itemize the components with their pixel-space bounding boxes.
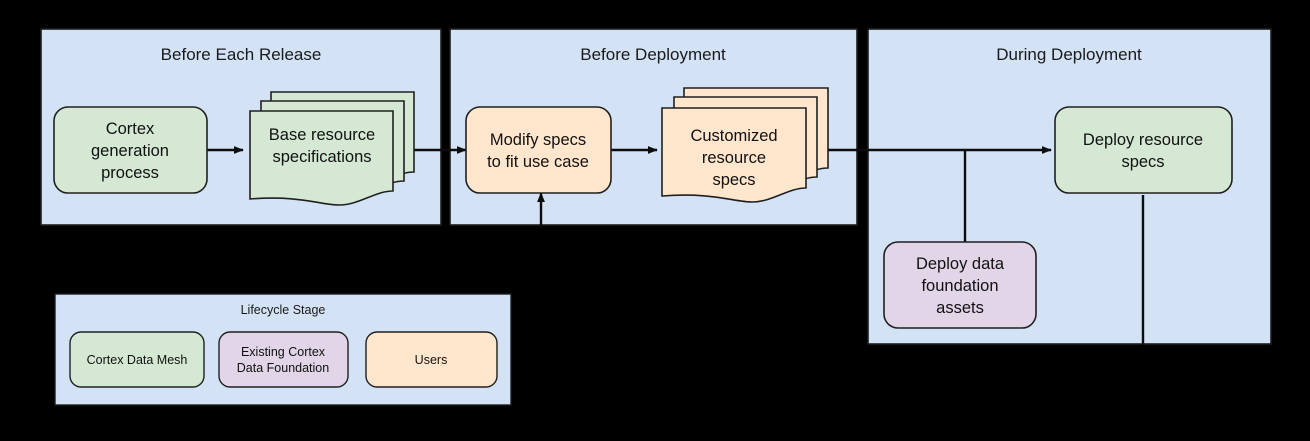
edge-layer bbox=[207, 146, 1145, 345]
legend-item-users[interactable]: Users bbox=[365, 331, 498, 388]
node-shape[interactable] bbox=[53, 106, 208, 194]
node-label-line: foundation bbox=[921, 277, 998, 295]
legend-swatch[interactable] bbox=[218, 331, 349, 388]
node-shape[interactable] bbox=[1054, 106, 1233, 194]
lane-title: Before Deployment bbox=[580, 45, 726, 64]
node-label-line: Modify specs bbox=[490, 131, 586, 149]
node-label-line: specifications bbox=[272, 148, 371, 166]
node-label-line: Customized bbox=[690, 127, 777, 145]
node-label-line: resource bbox=[702, 149, 766, 167]
node-label-line: Cortex bbox=[106, 120, 155, 138]
node-label-line: specs bbox=[1121, 153, 1164, 171]
node-shape-front[interactable] bbox=[661, 107, 807, 203]
node-label-line: assets bbox=[936, 299, 984, 317]
node-base-resource-specifications[interactable]: Base resource specifications bbox=[249, 91, 415, 206]
node-label-line: process bbox=[101, 164, 159, 182]
lane-title: Before Each Release bbox=[161, 45, 322, 64]
node-label-line: Deploy resource bbox=[1083, 131, 1203, 149]
legend-swatch[interactable] bbox=[69, 331, 205, 388]
node-label-line: Deploy data bbox=[916, 255, 1005, 273]
legend-item-cortex-data-mesh[interactable]: Cortex Data Mesh bbox=[69, 331, 205, 388]
legend-title: Lifecycle Stage bbox=[241, 303, 326, 317]
node-customized-resource-specs[interactable]: Customized resource specs bbox=[661, 87, 829, 203]
legend-item-label: Data Foundation bbox=[237, 361, 329, 375]
lane-title: During Deployment bbox=[996, 45, 1142, 64]
node-label-line: specs bbox=[712, 171, 755, 189]
legend-item-label: Cortex Data Mesh bbox=[87, 353, 188, 367]
node-shape-front[interactable] bbox=[249, 110, 394, 206]
node-label-line: generation bbox=[91, 142, 169, 160]
node-label-line: to fit use case bbox=[487, 153, 589, 171]
legend: Lifecycle Stage Cortex Data Mesh Existin… bbox=[54, 293, 512, 406]
node-label-line: Base resource bbox=[269, 126, 375, 144]
node-deploy-resource-specs[interactable]: Deploy resource specs bbox=[1054, 106, 1233, 194]
legend-swatch[interactable] bbox=[365, 331, 498, 388]
node-cortex-generation-process[interactable]: Cortex generation process bbox=[53, 106, 208, 194]
node-deploy-data-foundation-assets[interactable]: Deploy data foundation assets bbox=[883, 241, 1037, 329]
legend-item-label: Existing Cortex bbox=[241, 345, 326, 359]
node-modify-specs-to-fit-use-case[interactable]: Modify specs to fit use case bbox=[465, 106, 612, 194]
legend-item-existing-cortex-data-foundation[interactable]: Existing Cortex Data Foundation bbox=[218, 331, 349, 388]
node-shape[interactable] bbox=[465, 106, 612, 194]
node-shape[interactable] bbox=[883, 241, 1037, 329]
legend-item-label: Users bbox=[415, 353, 448, 367]
